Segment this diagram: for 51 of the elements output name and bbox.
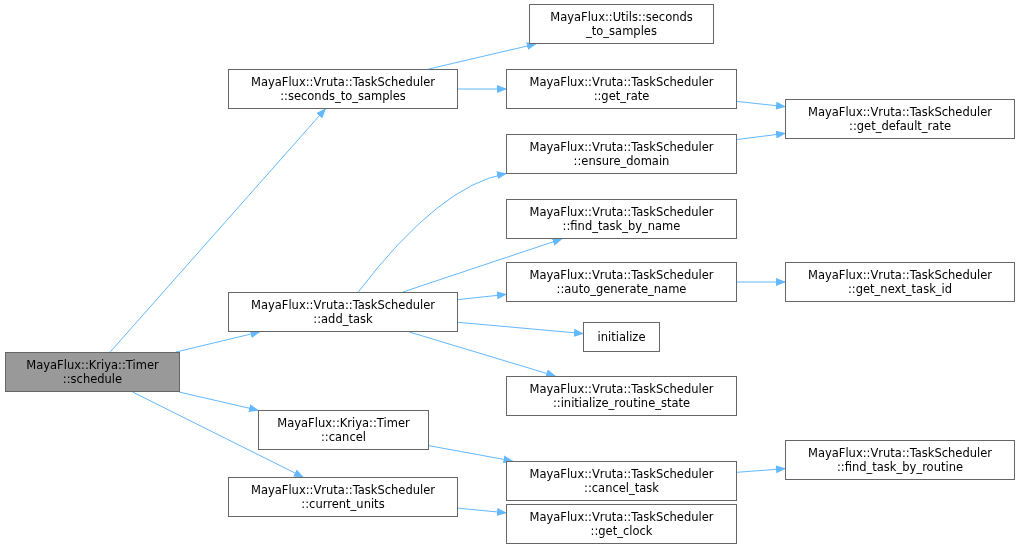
function-name: MayaFlux::Vruta::TaskScheduler ::get_clock	[528, 510, 715, 538]
function-box	[785, 440, 1015, 480]
function-name: MayaFlux::Vruta::TaskScheduler ::get_next_task_id	[806, 268, 994, 296]
function-name: MayaFlux::Utils::seconds _to_samples	[549, 10, 694, 38]
function-name: MayaFlux::Vruta::TaskScheduler ::ensure_domain	[528, 140, 715, 168]
arrow	[457, 321, 584, 337]
function-box	[506, 134, 737, 174]
function-name: MayaFlux::Vruta::TaskScheduler ::initialize_routine_state	[528, 382, 715, 410]
arrow	[408, 331, 557, 378]
function-name: MayaFlux::Vruta::TaskScheduler ::get_default_rate	[806, 105, 994, 133]
function-box	[785, 99, 1015, 139]
function-box	[506, 504, 737, 544]
arrow	[457, 85, 507, 93]
function-name: MayaFlux::Kriya::Timer ::cancel	[276, 416, 411, 444]
arrow	[457, 291, 507, 301]
function-name: MayaFlux::Vruta::TaskScheduler ::cancel_task	[528, 467, 715, 495]
arrow	[736, 465, 786, 474]
function-box	[228, 477, 458, 517]
function-box	[785, 262, 1015, 302]
function-box	[506, 376, 737, 416]
function-box	[506, 262, 737, 302]
arrow	[736, 100, 786, 110]
arrow	[357, 171, 507, 293]
highlighted-function-box	[5, 352, 180, 392]
function-box	[506, 199, 737, 239]
function-name: MayaFlux::Vruta::TaskScheduler ::find_task_by_routine	[806, 446, 994, 474]
function-name: MayaFlux::Vruta::TaskScheduler ::find_task_by_name	[528, 205, 715, 233]
arrow	[428, 445, 514, 464]
function-box	[506, 69, 737, 109]
arrow	[428, 42, 537, 70]
arrow	[178, 391, 259, 413]
arrow	[132, 391, 304, 478]
function-box	[228, 292, 458, 332]
function-name: initialize	[597, 330, 646, 344]
arrow	[402, 238, 563, 293]
arrow	[457, 507, 507, 516]
function-box	[228, 69, 458, 109]
arrow	[109, 108, 326, 353]
function-box	[583, 322, 660, 352]
function-box	[506, 461, 737, 501]
function-name: MayaFlux::Vruta::TaskScheduler ::current_units	[249, 483, 437, 511]
arrow	[175, 330, 261, 353]
function-name: MayaFlux::Vruta::TaskScheduler ::add_task	[249, 298, 437, 326]
function-box	[529, 4, 714, 44]
function-name: MayaFlux::Kriya::Timer ::schedule	[25, 358, 160, 386]
function-box	[258, 410, 429, 450]
function-name: MayaFlux::Vruta::TaskScheduler ::auto_generate_name	[528, 268, 715, 296]
arrow	[736, 130, 786, 140]
function-name: MayaFlux::Vruta::TaskScheduler ::get_rate	[528, 75, 715, 103]
arrow	[736, 278, 786, 286]
function-name: MayaFlux::Vruta::TaskScheduler ::seconds_to_samples	[249, 75, 437, 103]
